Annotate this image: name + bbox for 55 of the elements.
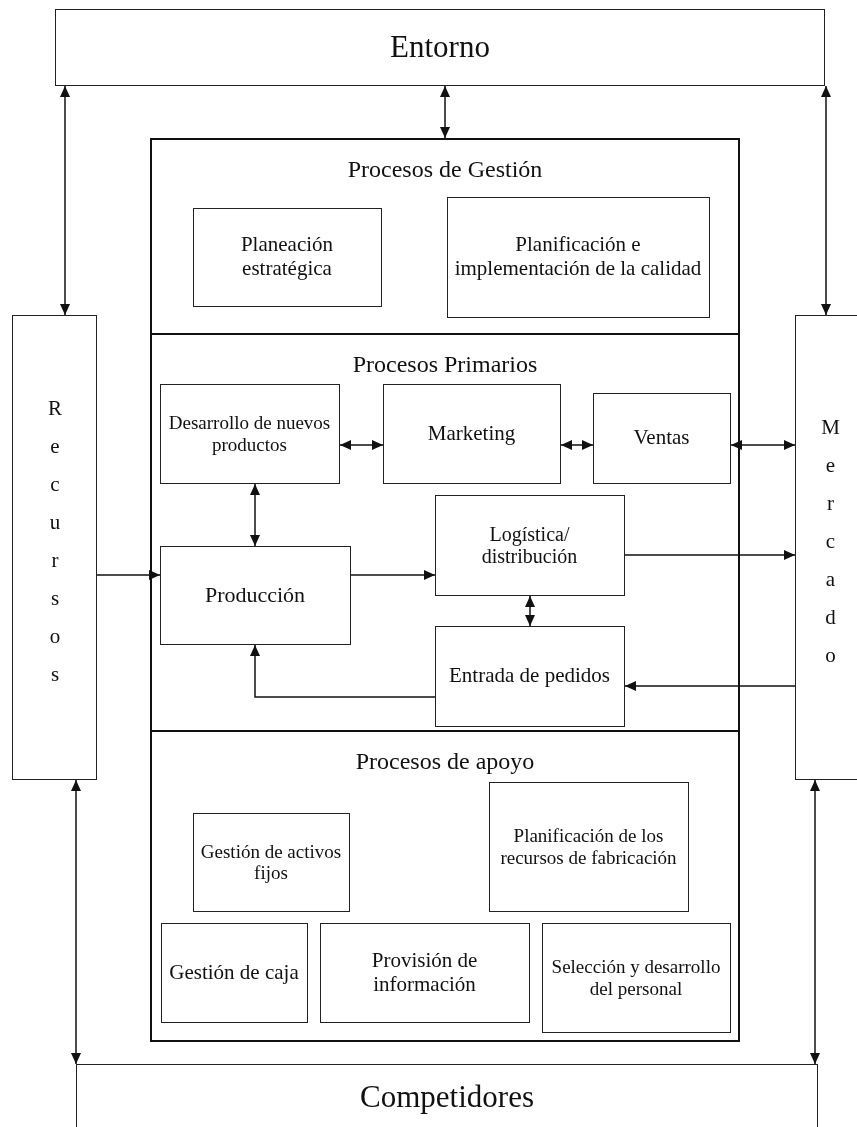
box-label: Gestión de activos fijos bbox=[199, 840, 343, 884]
arrow bbox=[624, 550, 796, 560]
arrow bbox=[96, 570, 161, 580]
box-label: Entrada de pedidos bbox=[448, 664, 611, 688]
double-arrow bbox=[71, 779, 81, 1065]
process-box bbox=[55, 9, 825, 86]
process-box bbox=[192, 812, 350, 912]
double-arrow bbox=[821, 85, 831, 316]
double-arrow bbox=[810, 779, 820, 1065]
box-label: Planificación e implementación de la calidad bbox=[453, 233, 703, 281]
vertical-box bbox=[12, 315, 97, 780]
process-box bbox=[488, 781, 689, 912]
group-title: Procesos de apoyo bbox=[354, 748, 536, 775]
process-box bbox=[319, 922, 530, 1023]
box-label: Competidores bbox=[359, 1079, 535, 1115]
box-label: Logística/ distribución bbox=[480, 522, 579, 568]
double-arrow bbox=[339, 440, 384, 450]
process-group-panel bbox=[150, 333, 740, 732]
box-label: Provisión de información bbox=[370, 949, 479, 996]
box-label: Mercado bbox=[819, 414, 841, 681]
box-label: Ventas bbox=[632, 426, 691, 450]
process-group-panel bbox=[150, 730, 740, 1042]
process-box bbox=[159, 383, 340, 484]
process-box bbox=[434, 494, 625, 596]
box-label: Planeación estratégica bbox=[239, 233, 335, 281]
double-arrow bbox=[250, 483, 260, 547]
vertical-box bbox=[795, 315, 857, 780]
box-label: Desarrollo de nuevos productos bbox=[167, 412, 332, 455]
arrow bbox=[350, 570, 436, 580]
process-box bbox=[160, 922, 308, 1023]
process-box bbox=[382, 383, 561, 484]
double-arrow bbox=[525, 595, 535, 627]
box-label: Recursos bbox=[44, 395, 65, 700]
process-box bbox=[434, 625, 625, 727]
process-box bbox=[192, 207, 382, 307]
arrow bbox=[624, 681, 796, 691]
process-box bbox=[541, 922, 731, 1033]
arrow bbox=[250, 644, 436, 698]
process-box bbox=[76, 1064, 818, 1127]
double-arrow bbox=[440, 85, 450, 139]
box-label: Gestión de caja bbox=[168, 960, 300, 985]
box-label: Planificación de los recursos de fabricación bbox=[499, 825, 678, 868]
box-label: Producción bbox=[203, 582, 307, 608]
process-group-panel bbox=[150, 138, 740, 335]
double-arrow bbox=[730, 440, 796, 450]
process-box bbox=[159, 545, 351, 645]
box-label: Entorno bbox=[389, 30, 491, 65]
box-label: Selección y desarrollo del personal bbox=[550, 956, 722, 999]
double-arrow bbox=[60, 85, 70, 316]
box-label: Marketing bbox=[426, 421, 517, 446]
process-box bbox=[592, 392, 731, 484]
process-box bbox=[446, 196, 710, 318]
group-title: Procesos Primarios bbox=[351, 351, 539, 378]
double-arrow bbox=[560, 440, 594, 450]
group-title: Procesos de Gestión bbox=[346, 156, 544, 183]
